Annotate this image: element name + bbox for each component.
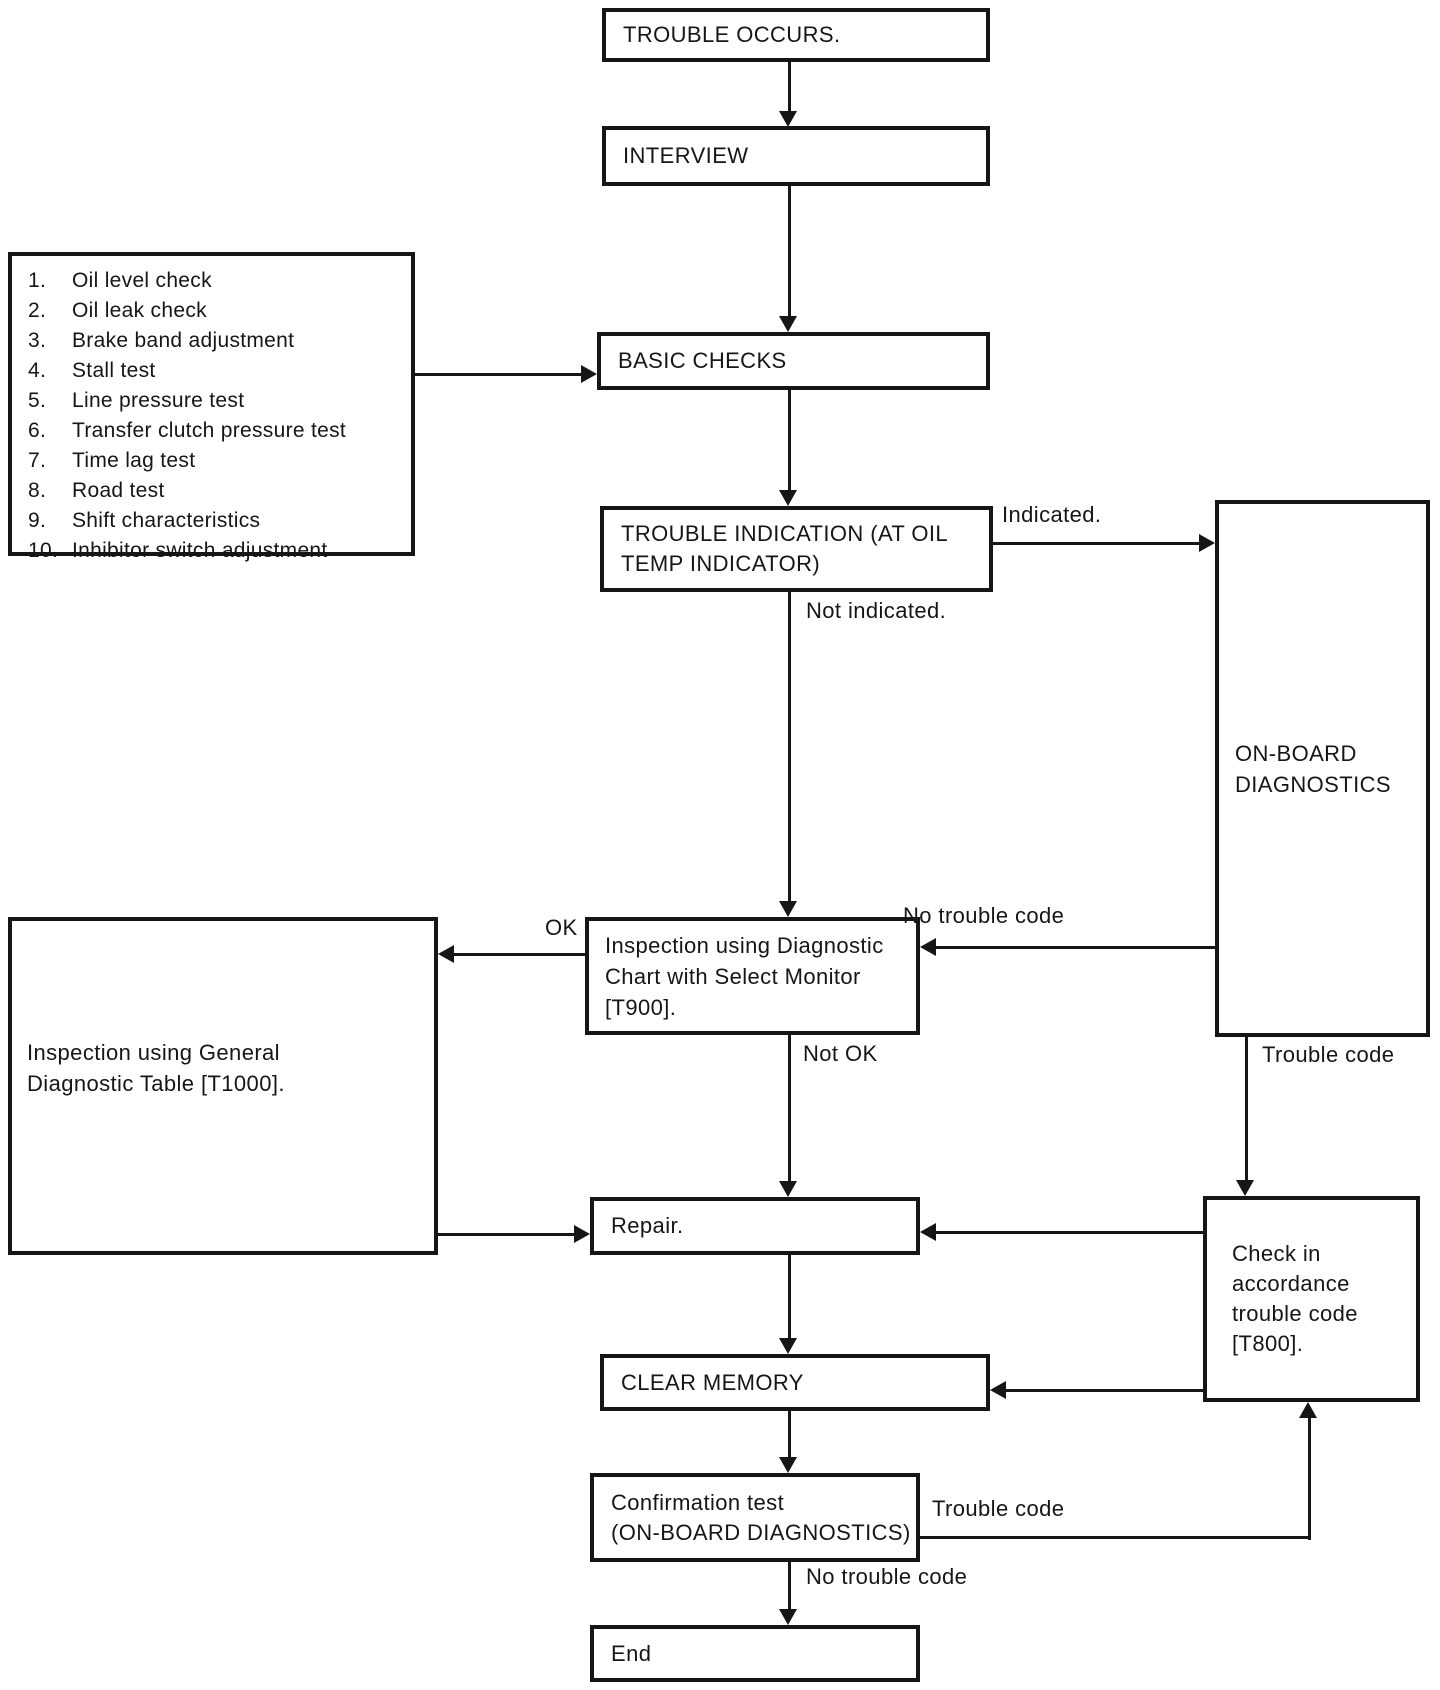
arrowhead-down-icon <box>779 1457 797 1473</box>
node-label: End <box>611 1640 652 1666</box>
arrowhead-left-icon <box>920 1223 936 1241</box>
list-item-text: Oil level check <box>72 269 212 292</box>
connector-onboard-check <box>1245 1037 1248 1181</box>
node-label: TROUBLE OCCURS. <box>623 22 841 47</box>
node-label: Repair. <box>611 1213 684 1238</box>
list-item-number: 8. <box>28 479 47 502</box>
arrowhead-down-icon <box>779 316 797 332</box>
edge-label-ok: OK <box>545 915 578 940</box>
list-item-number: 9. <box>28 509 47 532</box>
connector-interview-basic <box>788 186 791 317</box>
connector-checklist-basic <box>415 373 581 376</box>
edge-label-trouble-code-upper: Trouble code <box>1262 1042 1395 1067</box>
node-general-diagnostic-table: Inspection using General Diagnostic Tabl… <box>8 917 438 1255</box>
connector-confirmation-check-horizontal <box>920 1536 1311 1539</box>
node-label: Confirmation test (ON-BOARD DIAGNOSTICS) <box>611 1489 911 1545</box>
arrowhead-up-icon <box>1299 1402 1317 1418</box>
edge-label-trouble-code-lower: Trouble code <box>932 1496 1065 1521</box>
basic-checks-list: 1. Oil level check 2. Oil leak check 3. Brake… <box>12 256 411 566</box>
node-label: Check in accordance trouble code [T800]. <box>1232 1241 1358 1356</box>
node-end: End <box>590 1625 920 1682</box>
list-item-text: Shift characteristics <box>72 509 261 532</box>
list-item-text: Inhibitor switch adjustment <box>72 539 328 562</box>
arrowhead-right-icon <box>1199 534 1215 552</box>
list-item-text: Brake band adjustment <box>72 329 295 352</box>
list-item-number: 10. <box>28 539 59 562</box>
list-item: 9. Shift characteristics <box>12 506 411 536</box>
connector-inspection-repair <box>788 1035 791 1182</box>
node-label: ON-BOARD DIAGNOSTICS <box>1235 740 1391 797</box>
connector-repair-clear <box>788 1255 791 1339</box>
list-item-text: Line pressure test <box>72 389 245 412</box>
edge-label-no-trouble-code-upper: No trouble code <box>903 903 1065 928</box>
list-item-number: 4. <box>28 359 47 382</box>
connector-clear-confirmation <box>788 1411 791 1458</box>
node-trouble-indication: TROUBLE INDICATION (AT OIL TEMP INDICATO… <box>600 506 993 592</box>
list-item: 2. Oil leak check <box>12 296 411 326</box>
list-item-number: 2. <box>28 299 47 322</box>
edge-label-not-ok: Not OK <box>803 1041 878 1066</box>
edge-label-indicated: Indicated. <box>1002 502 1102 527</box>
edge-label-no-trouble-code-lower: No trouble code <box>806 1564 968 1589</box>
list-item-text: Oil leak check <box>72 299 207 322</box>
list-item-text: Stall test <box>72 359 156 382</box>
connector-indication-onboard <box>993 542 1199 545</box>
arrowhead-down-icon <box>779 1338 797 1354</box>
list-item-text: Road test <box>72 479 165 502</box>
connector-check-clear <box>1006 1389 1203 1392</box>
connector-indication-inspection <box>788 592 791 902</box>
connector-t1000-repair <box>438 1233 574 1236</box>
node-label: BASIC CHECKS <box>618 348 787 373</box>
arrowhead-left-icon <box>438 945 454 963</box>
list-item-number: 5. <box>28 389 47 412</box>
node-label: Inspection using General Diagnostic Tabl… <box>27 1040 285 1096</box>
arrowhead-right-icon <box>574 1225 590 1243</box>
list-item: 5. Line pressure test <box>12 386 411 416</box>
list-item-number: 7. <box>28 449 47 472</box>
list-item: 3. Brake band adjustment <box>12 326 411 356</box>
list-item-number: 3. <box>28 329 47 352</box>
arrowhead-down-icon <box>779 901 797 917</box>
connector-check-repair <box>936 1231 1203 1234</box>
connector-confirmation-end <box>788 1562 791 1610</box>
list-item: 10. Inhibitor switch adjustment <box>12 536 411 566</box>
list-item-text: Transfer clutch pressure test <box>72 419 347 442</box>
node-trouble-occurs: TROUBLE OCCURS. <box>602 8 990 62</box>
node-label: TROUBLE INDICATION (AT OIL TEMP INDICATO… <box>621 521 948 576</box>
connector-onboard-inspection <box>936 946 1215 949</box>
arrowhead-left-icon <box>920 938 936 956</box>
connector-confirmation-check-vertical <box>1308 1417 1311 1540</box>
list-item: 4. Stall test <box>12 356 411 386</box>
node-confirmation-test: Confirmation test (ON-BOARD DIAGNOSTICS) <box>590 1473 920 1562</box>
node-basic-checks-list: 1. Oil level check 2. Oil leak check 3. Brake… <box>8 252 415 562</box>
edge-label-not-indicated: Not indicated. <box>806 598 947 623</box>
arrowhead-left-icon <box>990 1381 1006 1399</box>
list-item-text: Time lag test <box>72 449 196 472</box>
node-repair: Repair. <box>590 1197 920 1255</box>
list-item-number: 6. <box>28 419 47 442</box>
connector-inspection-t1000 <box>454 953 585 956</box>
node-basic-checks: BASIC CHECKS <box>597 332 990 390</box>
arrowhead-down-icon <box>779 490 797 506</box>
arrowhead-down-icon <box>779 111 797 127</box>
node-label: Inspection using Diagnostic Chart with S… <box>605 932 884 1020</box>
list-item: 7. Time lag test <box>12 446 411 476</box>
list-item-number: 1. <box>28 269 47 292</box>
node-onboard-diagnostics: ON-BOARD DIAGNOSTICS <box>1215 500 1430 1037</box>
list-item: 6. Transfer clutch pressure test <box>12 416 411 446</box>
arrowhead-down-icon <box>779 1609 797 1625</box>
arrowhead-down-icon <box>1236 1180 1254 1196</box>
list-item: 8. Road test <box>12 476 411 506</box>
node-inspection-select-monitor: Inspection using Diagnostic Chart with S… <box>585 917 920 1035</box>
arrowhead-down-icon <box>779 1181 797 1197</box>
node-label: INTERVIEW <box>623 143 749 168</box>
node-clear-memory: CLEAR MEMORY <box>600 1354 990 1411</box>
list-item: 1. Oil level check <box>12 266 411 296</box>
node-check-trouble-code: Check in accordance trouble code [T800]. <box>1203 1196 1420 1402</box>
arrowhead-right-icon <box>581 365 597 383</box>
node-label: CLEAR MEMORY <box>621 1369 804 1395</box>
connector-occurs-interview <box>788 62 791 112</box>
connector-basic-indication <box>788 390 791 491</box>
node-interview: INTERVIEW <box>602 126 990 186</box>
